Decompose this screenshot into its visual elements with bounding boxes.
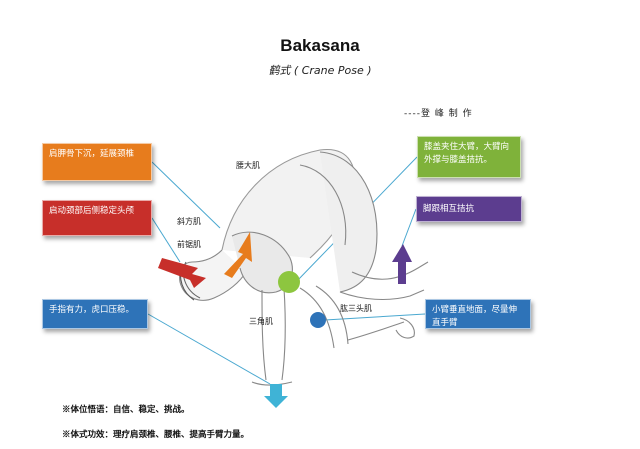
box-heels: 脚跟相互拮抗: [416, 196, 522, 222]
connector-neck: [151, 217, 181, 263]
connector-lines: [147, 156, 426, 385]
connector-heels: [401, 208, 417, 247]
muscle-label-psoas: 腰大肌: [236, 161, 260, 170]
cyan-arrow-icon: [264, 384, 288, 408]
muscle-label-deltoid: 三角肌: [249, 317, 273, 326]
body-sketch: [179, 149, 429, 386]
page-subtitle: 鹤式 ( Crane Pose ): [268, 64, 372, 77]
blue-dot-icon: [310, 312, 326, 328]
note-mindset: ※体位悟语：自信、稳定、挑战。: [62, 405, 190, 415]
muscle-label-trapezius: 斜方肌: [177, 217, 201, 226]
connector-shoulder: [151, 161, 221, 229]
muscle-label-triceps: 肱三头肌: [340, 304, 372, 313]
green-dot-icon: [278, 271, 300, 293]
red-arrow-icon: [158, 258, 206, 288]
box-fingers: 手指有力，虎口压稳。: [42, 299, 148, 329]
author-credit: ----登 峰 制 作: [404, 109, 473, 119]
orange-arrow-icon: [224, 232, 252, 278]
box-forearm: 小臂垂直地面，尽量伸直手臂: [425, 299, 531, 329]
muscle-label-serratus: 前锯肌: [177, 240, 201, 249]
box-shoulder-blade: 肩胛骨下沉，延展颈椎: [42, 143, 152, 181]
note-benefits: ※体式功效：理疗肩颈椎、腰椎、提高手臂力量。: [62, 430, 250, 440]
box-knees: 膝盖夹住大臂，大臂向外撑与膝盖拮抗。: [417, 136, 521, 178]
box-neck-back: 启动颈部后侧稳定头颅: [42, 200, 152, 236]
connector-fingers: [147, 313, 271, 385]
connector-forearm: [324, 313, 426, 321]
purple-arrow-icon: [392, 244, 412, 284]
page-title: Bakasana: [280, 36, 360, 55]
